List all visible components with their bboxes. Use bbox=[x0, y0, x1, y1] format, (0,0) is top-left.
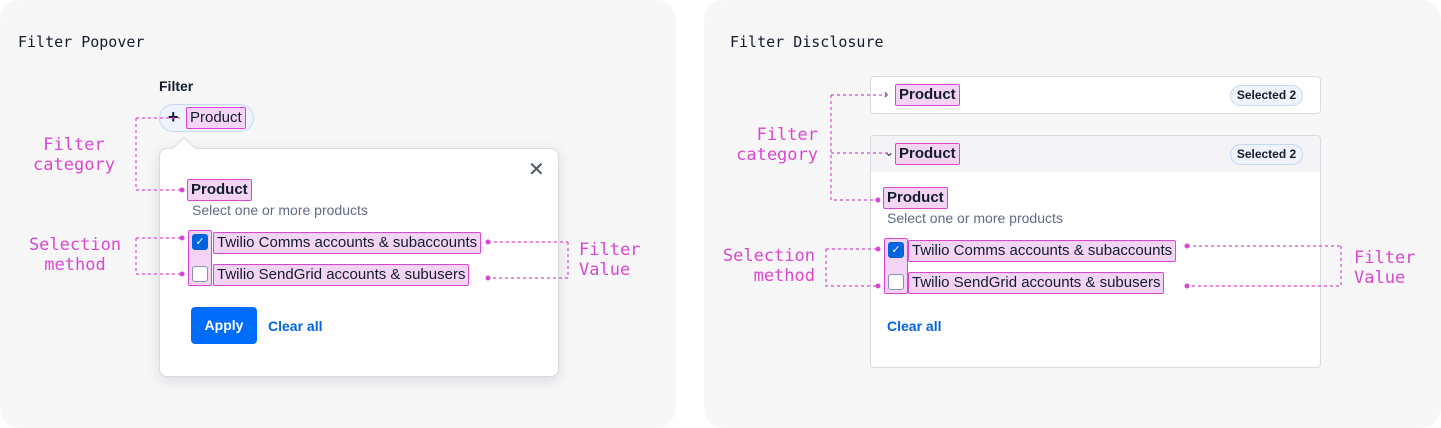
disclosure-option-2-label[interactable]: Twilio SendGrid accounts & subusers bbox=[908, 272, 1165, 294]
annotation-selection-method: Selection method bbox=[28, 235, 122, 275]
filter-label: Filter bbox=[159, 78, 194, 94]
chevron-right-icon: › bbox=[884, 87, 888, 101]
annotation-filter-category: Filter category bbox=[33, 135, 115, 175]
expanded-selected-badge: Selected 2 bbox=[1230, 144, 1303, 165]
disclosure-annotation-selection-method: Selection method bbox=[722, 246, 815, 286]
collapsed-category-label: Product bbox=[895, 84, 960, 106]
expanded-category-label: Product bbox=[895, 143, 960, 165]
popover-panel-title: Filter Popover bbox=[18, 33, 145, 51]
collapsed-selected-badge: Selected 2 bbox=[1230, 85, 1303, 106]
disclosure-option-1-checkbox[interactable]: ✓ bbox=[888, 242, 904, 258]
disclosure-option-1-label[interactable]: Twilio Comms accounts & subaccounts bbox=[908, 240, 1177, 262]
clear-all-button[interactable]: Clear all bbox=[268, 318, 323, 334]
popover-helptext: Select one or more products bbox=[192, 202, 368, 218]
disclosure-option-2-checkbox[interactable] bbox=[888, 274, 904, 290]
pill-label: Product bbox=[186, 107, 246, 129]
annotation-filter-value: Filter Value bbox=[579, 240, 641, 280]
disclosure-helptext: Select one or more products bbox=[887, 210, 1063, 226]
option-1-label[interactable]: Twilio Comms accounts & subaccounts bbox=[213, 232, 482, 254]
option-2-label[interactable]: Twilio SendGrid accounts & subusers bbox=[213, 264, 470, 286]
plus-icon: + bbox=[168, 107, 179, 127]
option-1-checkbox[interactable]: ✓ bbox=[192, 234, 208, 250]
disclosure-annotation-filter-category: Filter category bbox=[736, 125, 818, 165]
chevron-down-icon: ⌄ bbox=[884, 145, 895, 159]
disclosure-clear-all-button[interactable]: Clear all bbox=[887, 318, 942, 334]
close-icon[interactable]: ✕ bbox=[528, 159, 545, 181]
disclosure-category-heading: Product bbox=[883, 187, 948, 209]
apply-button[interactable]: Apply bbox=[191, 307, 257, 344]
popover-category-heading: Product bbox=[187, 179, 252, 201]
disclosure-panel-title: Filter Disclosure bbox=[730, 33, 884, 51]
option-2-checkbox[interactable] bbox=[192, 266, 208, 282]
disclosure-annotation-filter-value: Filter Value bbox=[1354, 248, 1416, 288]
